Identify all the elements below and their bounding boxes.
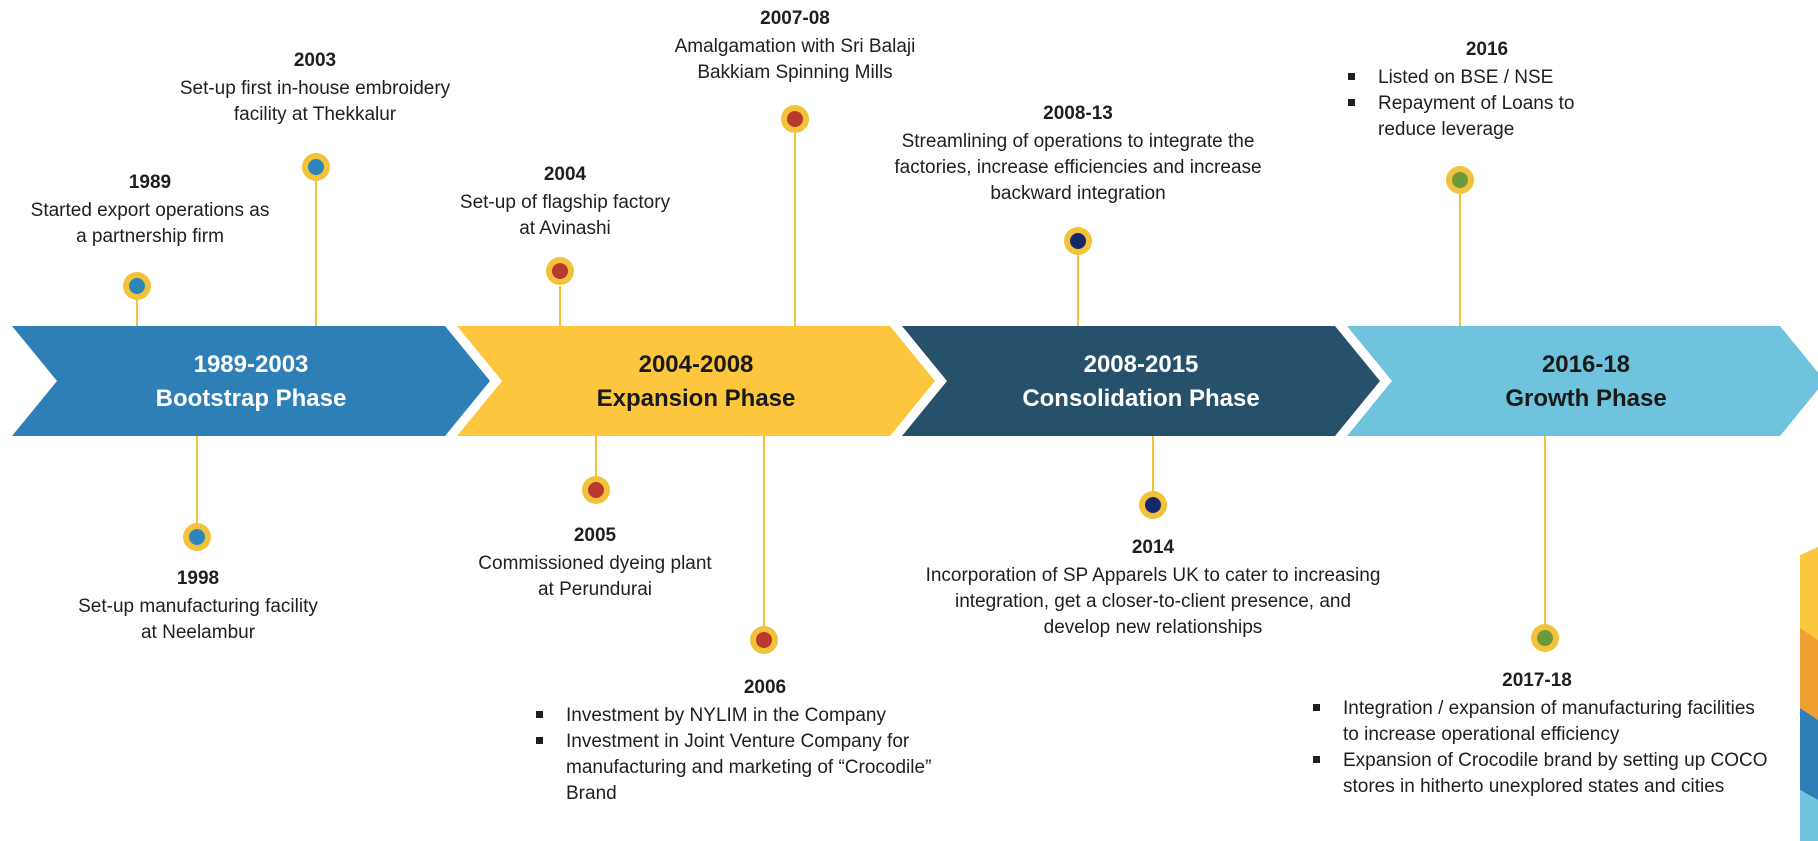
event-text-line: Amalgamation with Sri Balaji <box>674 36 916 57</box>
phase-arrow-4 <box>1347 326 1818 436</box>
edge-decoration <box>1800 547 1818 841</box>
phase-arrow-1 <box>12 326 490 436</box>
event-text-line: factories, increase efficiencies and inc… <box>894 157 1262 178</box>
event-2014: 2014 Incorporation of SP Apparels UK to … <box>868 535 1438 641</box>
event-text-line: Set-up manufacturing facility <box>78 596 318 617</box>
event-year: 1998 <box>176 568 220 589</box>
event-2005: 2005 Commissioned dyeing plant at Perund… <box>445 523 745 603</box>
event-bullet-list: Integration / expansion of manufacturing… <box>1307 696 1777 800</box>
event-text-line: at Neelambur <box>140 622 256 643</box>
event-bullet: Investment in Joint Venture Company for … <box>530 729 971 807</box>
dot-e2003 <box>308 159 324 175</box>
phase-name: Expansion Phase <box>596 385 796 412</box>
dot-e2008 <box>1070 233 1086 249</box>
event-2008-13: 2008-13 Streamlining of operations to in… <box>838 101 1318 207</box>
phase-years: 2016-18 <box>1541 351 1631 378</box>
dot-e1998 <box>189 529 205 545</box>
event-year: 2006 <box>743 677 787 698</box>
event-2004: 2004 Set-up of flagship factory at Avina… <box>415 162 715 242</box>
event-text-line: Started export operations as <box>30 200 270 221</box>
dot-e2017 <box>1537 630 1553 646</box>
phase-arrow-2 <box>457 326 935 436</box>
event-year: 2008-13 <box>1043 103 1113 124</box>
event-text-line: a partnership firm <box>76 226 224 247</box>
event-2006: 2006 Investment by NYLIM in the Company … <box>530 675 1000 807</box>
event-year: 2016 <box>1465 39 1509 60</box>
dot-e2016 <box>1452 172 1468 188</box>
phase-name: Bootstrap Phase <box>155 385 347 412</box>
event-text-line: at Perundurai <box>537 579 653 600</box>
event-text-line: facility at Thekkalur <box>233 104 397 125</box>
event-bullet: Expansion of Crocodile brand by setting … <box>1307 748 1768 800</box>
phase-years: 2004-2008 <box>638 351 754 378</box>
phase-label-expansion: 2004-2008 Expansion Phase <box>566 348 826 438</box>
event-bullet-list: Listed on BSE / NSE Repayment of Loans t… <box>1342 65 1642 143</box>
event-text-line: backward integration <box>990 183 1166 204</box>
event-1998: 1998 Set-up manufacturing facility at Ne… <box>48 566 348 646</box>
dot-e1989 <box>129 278 145 294</box>
event-bullet: Integration / expansion of manufacturing… <box>1307 696 1768 748</box>
event-text-line: Bakkiam Spinning Mills <box>697 62 893 83</box>
event-bullet: Listed on BSE / NSE <box>1342 65 1642 91</box>
phase-arrow-3 <box>902 326 1380 436</box>
event-text-line: Commissioned dyeing plant <box>478 553 712 574</box>
dot-e2006 <box>756 632 772 648</box>
dot-e2004 <box>552 263 568 279</box>
event-2017-18: 2017-18 Integration / expansion of manuf… <box>1307 668 1777 800</box>
event-year: 2003 <box>293 50 337 71</box>
event-text-line: Incorporation of SP Apparels UK to cater… <box>925 565 1381 586</box>
phase-label-bootstrap: 1989-2003 Bootstrap Phase <box>121 348 381 438</box>
event-1989: 1989 Started export operations as a part… <box>0 170 300 250</box>
event-bullet: Repayment of Loans to reduce leverage <box>1342 91 1598 143</box>
event-text-line: Set-up first in-house embroidery <box>179 78 451 99</box>
dot-e2007 <box>787 111 803 127</box>
event-year: 2017-18 <box>1502 670 1572 691</box>
event-2016: 2016 Listed on BSE / NSE Repayment of Lo… <box>1342 37 1642 143</box>
event-2007-08: 2007-08 Amalgamation with Sri Balaji Bak… <box>620 6 970 86</box>
phase-name: Growth Phase <box>1505 385 1667 412</box>
event-2003: 2003 Set-up first in-house embroidery fa… <box>140 48 490 128</box>
phase-label-consolidation: 2008-2015 Consolidation Phase <box>1011 348 1271 438</box>
event-text-line: Streamlining of operations to integrate … <box>901 131 1255 152</box>
event-text-line: at Avinashi <box>519 218 611 239</box>
event-year: 2014 <box>1131 537 1175 558</box>
event-text-line: develop new relationships <box>1043 617 1263 638</box>
event-text-line: Set-up of flagship factory <box>459 192 671 213</box>
event-year: 2004 <box>543 164 587 185</box>
event-bullet-list: Investment by NYLIM in the Company Inves… <box>530 703 1000 807</box>
event-bullet: Investment by NYLIM in the Company <box>530 703 1000 729</box>
dot-e2014 <box>1145 497 1161 513</box>
dot-e2005 <box>588 482 604 498</box>
event-text-line: integration, get a closer-to-client pres… <box>954 591 1352 612</box>
event-year: 1989 <box>128 172 172 193</box>
phase-name: Consolidation Phase <box>1022 385 1260 412</box>
event-year: 2007-08 <box>760 8 830 29</box>
phase-label-growth: 2016-18 Growth Phase <box>1456 348 1716 438</box>
event-year: 2005 <box>573 525 617 546</box>
phase-years: 2008-2015 <box>1083 351 1199 378</box>
phase-years: 1989-2003 <box>193 351 309 378</box>
